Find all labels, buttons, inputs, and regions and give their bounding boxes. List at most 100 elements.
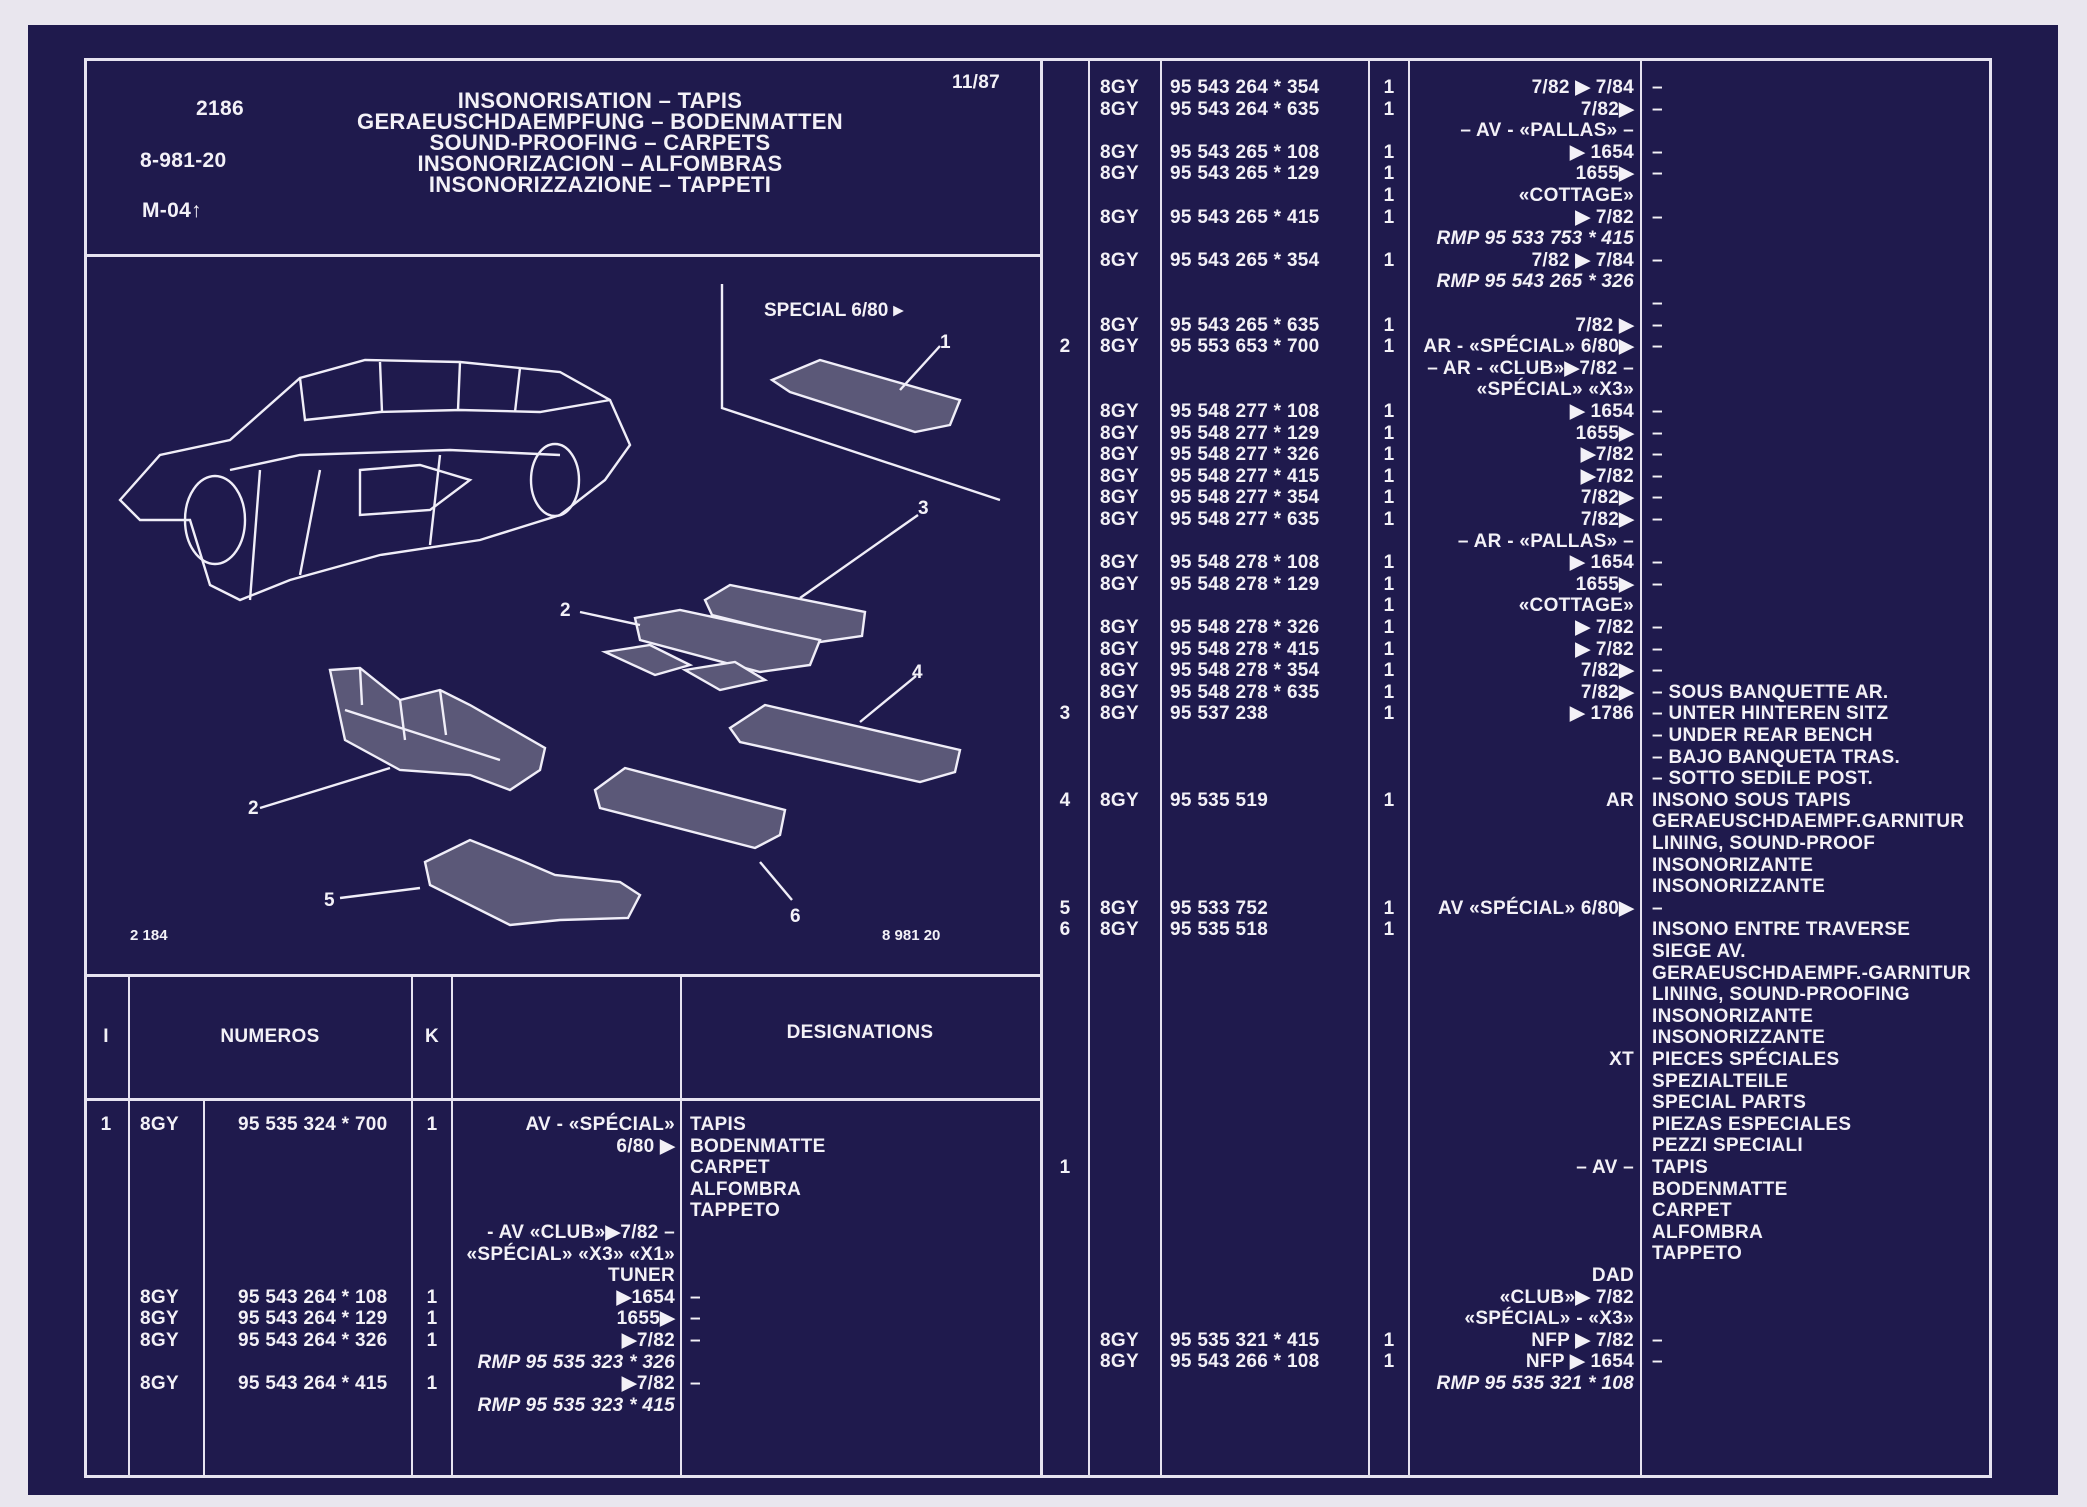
cell-code: 8GY [1100,314,1139,336]
cell-cond: 7/82▶ [1580,660,1634,682]
cell-code: 8GY [1100,573,1139,595]
cell-num: 95 543 264 * 415 [238,1373,388,1395]
callout-1: 2 [248,798,259,819]
cell-desig: – [690,1286,701,1308]
section-number: 2186 [196,97,244,120]
cell-code: 8GY [140,1114,179,1135]
cell-k: 1 [1383,617,1395,638]
cell-code: 8GY [1100,1329,1139,1351]
figure-code-right: 8 981 20 [882,927,940,944]
cell-desig: – [1652,487,1663,509]
cell-cond: «SPÉCIAL» - «X3» [1464,1308,1634,1330]
cell-desig: SPECIAL PARTS [1652,1092,1807,1114]
callout-2b: 2 [560,600,571,621]
cell-desig: TAPPETO [690,1200,781,1222]
cell-desig: LINING, SOUND-PROOF [1652,833,1876,854]
cell-desig: INSONORIZZANTE [1652,1027,1826,1049]
cell-cond: 6/80 ▶ [616,1135,675,1157]
cell-cond: ▶7/82 [621,1373,675,1395]
cell-desig: – [690,1373,701,1395]
cell-num: 95 548 277 * 415 [1170,465,1320,487]
cell-desig: – UNTER HINTEREN SITZ [1652,703,1889,725]
cell-num: 95 543 265 * 635 [1170,314,1320,336]
cell-k: 1 [1383,401,1395,422]
cell-cond: – AR - «CLUB»▶7/82 – [1427,357,1634,379]
right-col-desig-rule [1640,58,1642,1478]
cell-cond: 1655▶ [1575,163,1634,185]
page-frame [84,58,1992,1478]
cell-desig: SIEGE AV. [1652,941,1746,962]
cell-cond: RMP 95 543 265 * 326 [1436,271,1634,293]
cell-desig: – [1652,293,1663,314]
cell-num: 95 543 264 * 635 [1170,98,1320,120]
cell-cond: 1655▶ [1575,573,1634,595]
cell-num: 95 537 238 [1170,703,1269,725]
cell-i: 1 [1059,1157,1071,1178]
cell-cond: 7/82▶ [1580,681,1634,703]
cell-desig: ALFOMBRA [690,1178,802,1200]
cell-desig: INSONORIZANTE [1652,1005,1814,1027]
cell-i: 5 [1059,897,1071,919]
cell-desig: – [1652,552,1663,574]
cell-code: 8GY [1100,617,1139,638]
cell-num: 95 548 278 * 354 [1170,660,1320,682]
cell-desig: – SOTTO SEDILE POST. [1652,768,1874,790]
part-4-drawing [728,675,962,784]
cell-cond: XT [1609,1049,1634,1070]
cell-desig: – [1652,638,1663,660]
cell-desig: LINING, SOUND-PROOFING [1652,984,1910,1006]
cell-k: 1 [1383,660,1395,682]
cell-num: 95 543 264 * 354 [1170,77,1320,98]
cell-desig: CARPET [1652,1200,1732,1222]
cell-k: 1 [1383,1351,1395,1373]
cell-code: 8GY [140,1373,179,1395]
cell-num: 95 548 277 * 326 [1170,444,1320,466]
cell-cond: – AV – [1576,1157,1634,1178]
cell-k: 1 [426,1286,438,1308]
center-divider [1040,58,1043,1478]
cell-num: 95 548 277 * 129 [1170,422,1320,444]
figure-code-left: 2 184 [130,927,168,944]
table-header-rule [84,1098,1040,1101]
cell-code: 8GY [1100,703,1139,725]
title-it: INSONORIZZAZIONE – TAPPETI [428,172,772,197]
title-es: INSONORIZACION – ALFOMBRAS [417,151,783,176]
cell-code: 8GY [1100,77,1139,98]
cell-desig: PIEZAS ESPECIALES [1652,1113,1852,1135]
cell-desig: – [1652,1351,1663,1373]
cell-cond: NFP ▶ 1654 [1525,1351,1634,1373]
cell-k: 1 [426,1114,438,1135]
cell-code: 8GY [1100,789,1139,811]
cell-i: 1 [100,1114,112,1135]
cell-desig: – [1652,314,1663,336]
cell-k: 1 [1383,336,1395,358]
cell-k: 1 [1383,444,1395,466]
cell-desig: – BAJO BANQUETA TRAS. [1652,746,1901,768]
cell-i: 6 [1059,919,1071,941]
cell-k: 1 [1383,422,1395,444]
right-col-code-rule [1088,58,1090,1478]
cell-k: 1 [1383,897,1395,919]
cell-cond: RMP 95 535 321 * 108 [1436,1373,1634,1394]
cell-desig: – [1652,77,1663,98]
cell-cond: «SPÉCIAL» «X3» [1476,379,1634,401]
cell-num: 95 548 278 * 415 [1170,638,1320,660]
cell-desig: – [1652,336,1663,358]
cell-cond: RMP 95 535 323 * 415 [477,1394,675,1416]
cell-code: 8GY [140,1308,179,1330]
callout-3: 3 [918,498,929,519]
cell-code: 8GY [1100,141,1139,163]
cell-code: 8GY [1100,660,1139,682]
cell-cond: 7/82▶ [1580,487,1634,509]
cell-num: 95 543 265 * 108 [1170,141,1320,163]
cell-desig: – [1652,897,1663,919]
cell-desig: INSONORIZZANTE [1652,876,1826,898]
cell-code: 8GY [1100,465,1139,487]
cell-num: 95 548 277 * 108 [1170,401,1320,422]
part-3-drawing [703,514,919,644]
part-2-special-drawing [769,345,962,434]
cell-code: 8GY [1100,249,1139,271]
cell-cond: RMP 95 535 323 * 326 [477,1351,675,1373]
cell-cond: ▶ 7/82 [1575,638,1634,660]
cell-cond: 7/82 ▶ [1575,314,1634,336]
